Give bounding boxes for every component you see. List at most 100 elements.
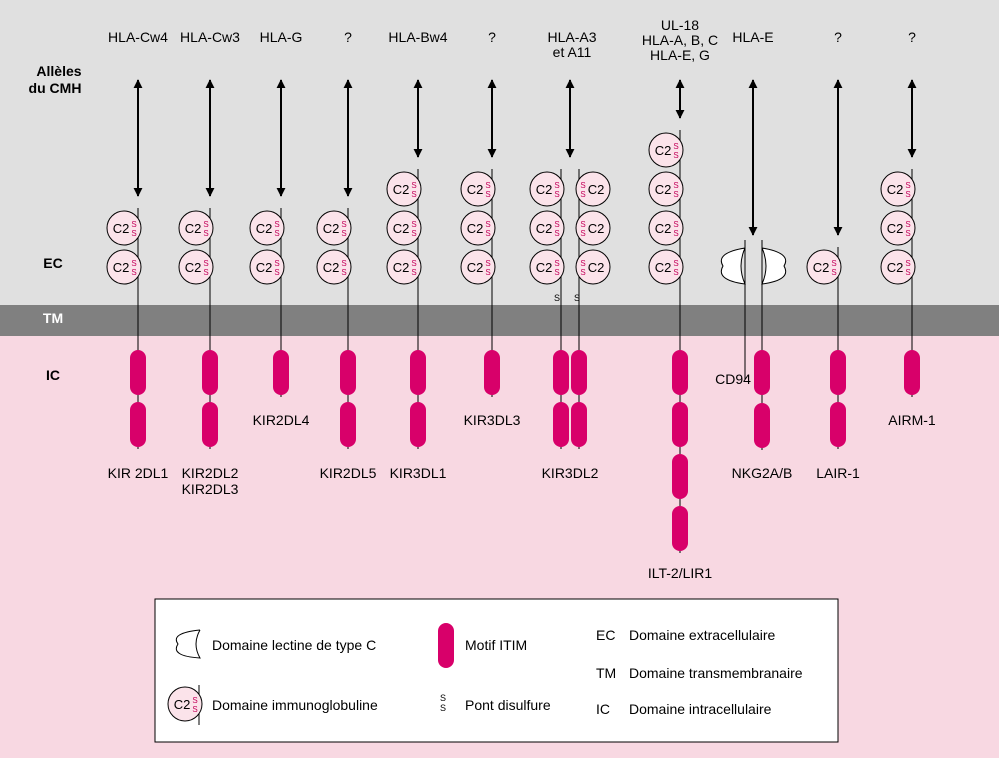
ig-domain-circle xyxy=(249,249,285,285)
disulfide-bottom: S xyxy=(274,229,279,238)
ig-domain-circle xyxy=(106,249,142,285)
itim-motif xyxy=(273,350,289,395)
disulfide-top: S xyxy=(411,181,416,190)
disulfide-bottom: S xyxy=(411,190,416,199)
disulfide-top: S xyxy=(905,220,910,229)
legend-ig-label: Domaine immunoglobuline xyxy=(212,697,378,713)
legend-tm-abbr: TM xyxy=(596,665,616,681)
disulfide-top: S xyxy=(131,259,136,268)
disulfide-bottom: S xyxy=(905,268,910,277)
disulfide-bottom: S xyxy=(203,268,208,277)
disulfide-bottom: S xyxy=(554,229,559,238)
lectin-domain-nkg2a xyxy=(761,247,787,285)
disulfide-bottom: S xyxy=(203,229,208,238)
disulfide-top: S xyxy=(485,181,490,190)
ligand-label: ? xyxy=(488,29,496,45)
receptor-name: KIR3DL1 xyxy=(390,465,447,481)
ig-domain-circle xyxy=(806,249,842,285)
itim-motif xyxy=(340,350,356,395)
disulfide-bottom: S xyxy=(131,268,136,277)
itim-motif xyxy=(571,402,587,447)
legend-ic-abbr: IC xyxy=(596,701,610,717)
tm-zone-label: TM xyxy=(43,310,63,326)
ig-domain-label: C2 xyxy=(536,182,553,197)
ig-domain-circle xyxy=(529,249,565,285)
disulfide-top: S xyxy=(411,259,416,268)
legend-ic-desc: Domaine intracellulaire xyxy=(629,701,772,717)
disulfide-bottom: S xyxy=(192,705,197,714)
disulfide-bottom: S xyxy=(905,229,910,238)
ligand-label: HLA-Cw3 xyxy=(180,29,240,45)
disulfide-top: S xyxy=(905,181,910,190)
receptor-name: KIR3DL3 xyxy=(464,412,521,428)
disulfide-bottom: S xyxy=(580,268,585,277)
disulfide-bottom: S xyxy=(485,190,490,199)
alleles-label-line2: du CMH xyxy=(29,80,82,96)
disulfide-bottom: S xyxy=(673,151,678,160)
ligand-label: HLA-G xyxy=(260,29,303,45)
disulfide-bottom: S xyxy=(274,268,279,277)
itim-motif xyxy=(553,350,569,395)
ig-domain-label: C2 xyxy=(113,260,130,275)
membrane-band xyxy=(0,305,999,336)
itim-motif xyxy=(410,402,426,447)
itim-motif xyxy=(830,402,846,447)
ig-domain-circle xyxy=(575,249,611,285)
disulfide-top: S xyxy=(580,220,585,229)
ig-domain-label: C2 xyxy=(393,182,410,197)
legend-lectin-glyph xyxy=(175,629,201,659)
legend-disulfide-bottom: S xyxy=(440,703,446,713)
ig-domain-circle xyxy=(880,249,916,285)
itim-motif xyxy=(571,350,587,395)
itim-motif xyxy=(484,350,500,395)
ig-domain-circle xyxy=(648,249,684,285)
ligand-label: HLA-E, G xyxy=(650,47,710,63)
ig-domain-label: C2 xyxy=(887,182,904,197)
disulfide-top: S xyxy=(554,259,559,268)
ig-domain-circle xyxy=(386,171,422,207)
legend-ec-abbr: EC xyxy=(596,627,615,643)
ig-domain-label: C2 xyxy=(655,260,672,275)
legend-lectin-label: Domaine lectine de type C xyxy=(212,637,376,653)
receptor-name: LAIR-1 xyxy=(816,465,860,481)
disulfide-bottom: S xyxy=(485,268,490,277)
ig-domain-circle xyxy=(167,686,203,722)
disulfide-bottom: S xyxy=(411,268,416,277)
ig-domain-label: C2 xyxy=(467,182,484,197)
legend-box xyxy=(154,598,839,743)
ig-domain-label: C2 xyxy=(323,221,340,236)
ig-domain-label: C2 xyxy=(887,260,904,275)
ig-domain-label: C2 xyxy=(588,260,605,275)
ligand-label: HLA-Bw4 xyxy=(388,29,447,45)
ig-domain-circle xyxy=(648,132,684,168)
ig-domain-circle xyxy=(460,171,496,207)
ig-domain-circle xyxy=(316,210,352,246)
itim-motif xyxy=(340,402,356,447)
disulfide-top: S xyxy=(341,220,346,229)
disulfide-top: S xyxy=(673,142,678,151)
disulfide-top: S xyxy=(580,259,585,268)
ig-domain-circle xyxy=(386,210,422,246)
receptor-name: KIR2DL4 xyxy=(253,412,310,428)
disulfide-top: S xyxy=(274,220,279,229)
